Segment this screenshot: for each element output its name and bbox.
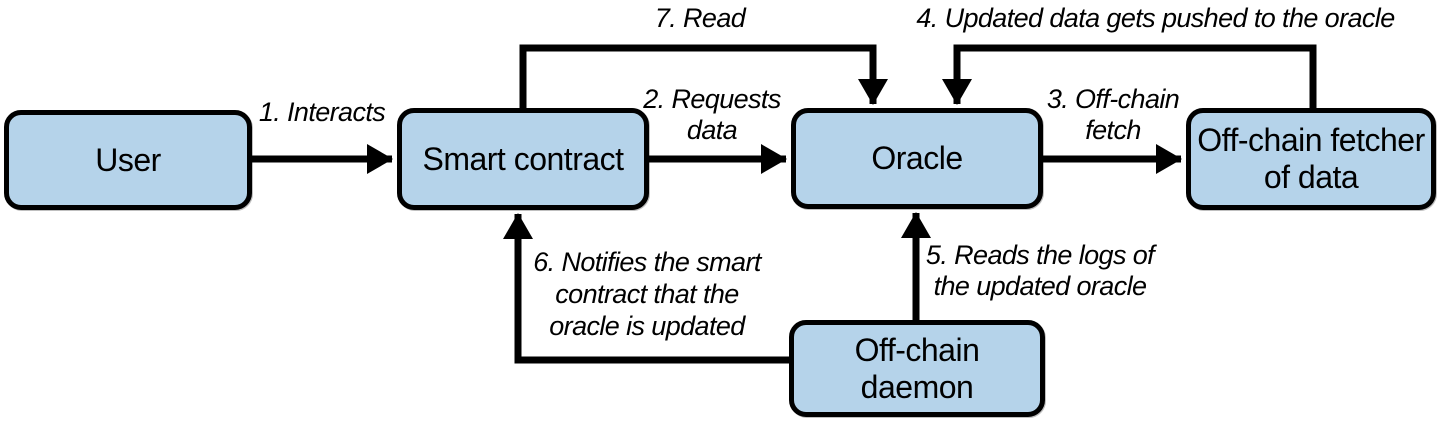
node-smart-contract-label: Smart contract — [422, 140, 624, 177]
edge-label-3-line1: 3. Off-chain — [1046, 84, 1180, 114]
node-smart-contract: Smart contract — [397, 108, 649, 210]
node-off-chain-daemon: Off-chain daemon — [789, 320, 1045, 417]
node-user-label: User — [95, 141, 161, 178]
node-oracle-label: Oracle — [871, 140, 963, 176]
edge-label-4-updated-data-pushed: 4. Updated data gets pushed to the oracl… — [916, 3, 1395, 33]
edge-label-2-line1: 2. Requests — [643, 84, 781, 114]
node-user: User — [4, 110, 252, 210]
edge-label-2-requests-data: 2. Requests data — [628, 84, 796, 146]
edge-label-2-line2: data — [686, 115, 738, 145]
node-oracle: Oracle — [791, 108, 1043, 209]
edge-label-7-read: 7. Read — [654, 3, 746, 33]
edge-label-5-line1: 5. Reads the logs of — [925, 240, 1155, 270]
node-off-chain-fetcher-label-line2: of data — [1263, 159, 1359, 195]
edge-6-daemon-to-smart-contract — [503, 213, 789, 364]
edge-label-6-line1: 6. Notifies the smart — [533, 247, 761, 277]
edge-7-smart-contract-read-oracle — [519, 44, 888, 110]
edge-label-6-line3: oracle is updated — [549, 311, 745, 341]
node-off-chain-fetcher: Off-chain fetcher of data — [1186, 108, 1436, 210]
edge-4-fetcher-push-to-oracle — [942, 44, 1317, 110]
edge-label-5-line2: the updated oracle — [933, 271, 1147, 301]
edge-label-3-line2: fetch — [1085, 115, 1141, 145]
edge-label-3-off-chain-fetch: 3. Off-chain fetch — [1032, 84, 1194, 146]
edge-label-1-interacts: 1. Interacts — [258, 97, 386, 127]
node-off-chain-fetcher-label-line1: Off-chain fetcher — [1197, 122, 1425, 158]
node-off-chain-daemon-label-line2: daemon — [860, 368, 974, 405]
edge-label-6-line2: contract that the — [555, 279, 739, 309]
edge-label-5-reads-logs: 5. Reads the logs of the updated oracle — [915, 240, 1165, 302]
edge-label-6-notifies-smart-contract: 6. Notifies the smart contract that the … — [518, 246, 776, 342]
node-off-chain-daemon-label-line1: Off-chain — [854, 331, 980, 368]
